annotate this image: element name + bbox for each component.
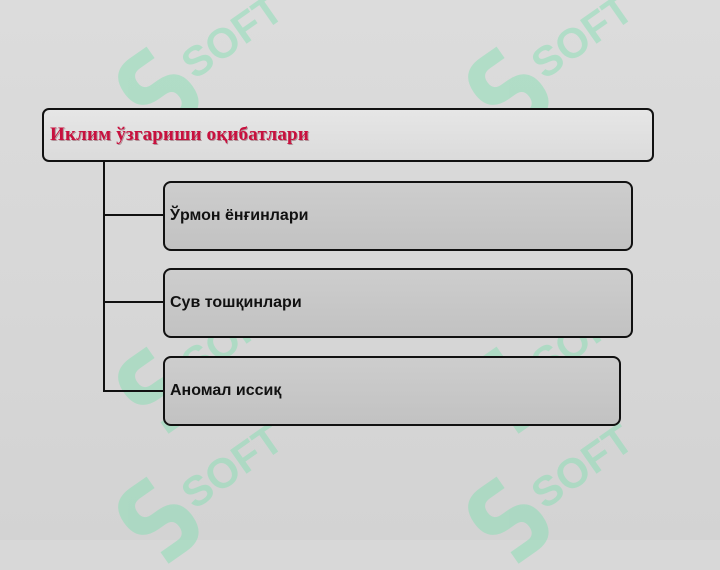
connector-branch-3 bbox=[103, 390, 165, 392]
connector-trunk bbox=[103, 162, 105, 392]
connector-branch-1 bbox=[103, 214, 165, 216]
diagram-title-box: Иклим ўзгариши оқибатлари bbox=[42, 108, 654, 162]
diagram-item-box: Ўрмон ёнғинлари bbox=[163, 181, 633, 251]
diagram-item-box: Сув тошқинлари bbox=[163, 268, 633, 338]
watermark-logo: SOFT bbox=[118, 420, 290, 564]
diagram-item-label: Аномал иссиқ bbox=[170, 382, 282, 399]
diagram-title: Иклим ўзгариши оқибатлари bbox=[50, 124, 309, 145]
diagram-item-label: Сув тошқинлари bbox=[170, 294, 302, 311]
connector-branch-2 bbox=[103, 301, 165, 303]
svg-text:SOFT: SOFT bbox=[523, 0, 640, 88]
diagram-item-box: Аномал иссиқ bbox=[163, 356, 621, 426]
svg-text:SOFT: SOFT bbox=[173, 420, 290, 518]
diagram-item-label: Ўрмон ёнғинлари bbox=[170, 207, 309, 224]
watermark-logo: SOFT bbox=[468, 420, 640, 564]
svg-text:SOFT: SOFT bbox=[173, 0, 290, 88]
svg-text:SOFT: SOFT bbox=[523, 420, 640, 518]
